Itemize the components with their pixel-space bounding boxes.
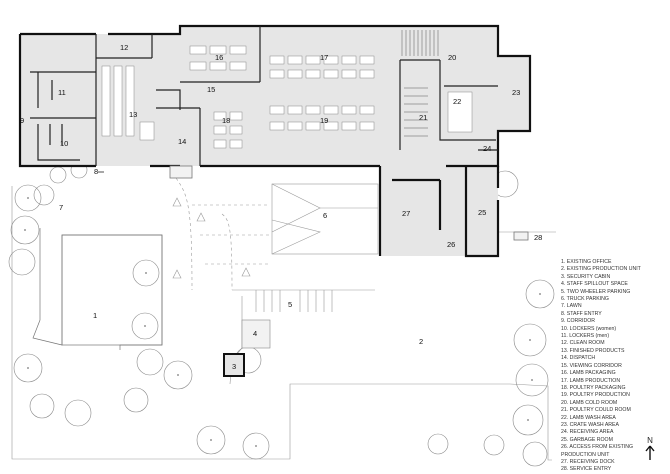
legend-item: 14. DISPATCH — [561, 355, 596, 362]
legend-item: 9. CORRIDOR — [561, 318, 596, 325]
legend-item: 26. ACCESS FROM EXISTING PRODUCTION UNIT — [561, 444, 634, 458]
room-label-13: 13 — [129, 110, 137, 119]
north-arrow-icon — [645, 445, 655, 460]
room-label-12: 12 — [120, 43, 128, 52]
legend-item: 12. CLEAN ROOM — [561, 340, 605, 347]
legend-item: 8. STAFF ENTRY — [561, 310, 602, 317]
room-label-26: 26 — [447, 240, 455, 249]
security-cabin — [223, 353, 245, 377]
legend-item: 19. POULTRY PRODUCTION — [561, 392, 630, 399]
legend-item: 11. LOCKERS (men) — [561, 333, 610, 340]
driveway-guides — [175, 177, 270, 291]
room-label-3: 3 — [232, 362, 236, 371]
tree-centres — [24, 197, 541, 447]
direction-triangles — [172, 197, 251, 279]
room-label-28: 28 — [534, 233, 542, 242]
room-label-18: 18 — [222, 116, 230, 125]
legend-item: 17. LAMB PRODUCTION — [561, 377, 621, 384]
two-wheeler-parking — [255, 290, 333, 312]
room-label-24: 24 — [483, 144, 491, 153]
legend-item: 10. LOCKERS (women) — [561, 325, 617, 332]
north-label: N — [647, 436, 653, 445]
legend-item: 28. SERVICE ENTRY — [561, 466, 612, 473]
room-label-10: 10 — [60, 139, 68, 148]
north-arrow: N — [643, 436, 657, 461]
room-label-9: 9 — [20, 116, 24, 125]
room-label-19: 19 — [320, 116, 328, 125]
room-label-23: 23 — [512, 88, 520, 97]
room-label-1: 1 — [93, 311, 97, 320]
legend-item: 21. POULTRY COULD ROOM — [561, 407, 631, 414]
interior-walls — [30, 26, 498, 166]
legend-item: 23. CRATE WASH AREA — [561, 421, 619, 428]
legend: 1. EXISTING OFFICE 2. EXISTING PRODUCTIO… — [561, 259, 665, 474]
existing-office-outline — [32, 228, 163, 350]
room-label-16: 16 — [215, 53, 223, 62]
room-label-22: 22 — [453, 97, 461, 106]
room-label-4: 4 — [253, 329, 257, 338]
legend-item: 1. EXISTING OFFICE — [561, 259, 612, 265]
legend-item: 25. GARBAGE ROOM — [561, 436, 613, 443]
legend-item: 24. RECEIVING AREA — [561, 429, 614, 436]
legend-item: 20. LAMB COLD ROOM — [561, 399, 618, 406]
room-label-2: 2 — [419, 337, 423, 346]
room-label-20: 20 — [448, 53, 456, 62]
room-label-15: 15 — [207, 85, 215, 94]
staff-spillout — [241, 319, 271, 349]
legend-item: 2. EXISTING PRODUCTION UNIT — [561, 266, 641, 273]
room-label-14: 14 — [178, 137, 186, 146]
room-label-27: 27 — [402, 209, 410, 218]
legend-item: 7. LAWN — [561, 303, 582, 310]
walls — [18, 24, 532, 258]
legend-item: 27. RECEIVING DOCK — [561, 458, 615, 465]
work-tables — [101, 45, 473, 149]
legend-item: 15. VIEWING CORRIDOR — [561, 362, 622, 369]
room-label-7: 7 — [59, 203, 63, 212]
room-label-11: 11 — [58, 88, 66, 97]
legend-item: 6. TRUCK PARKING — [561, 296, 609, 303]
truck-parking — [271, 183, 379, 255]
legend-item: 18. POULTRY PACKAGING — [561, 384, 626, 391]
room-label-21: 21 — [419, 113, 427, 122]
room-labels: 1 2 3 4 5 6 7 8 9 10 11 12 13 14 15 16 1… — [20, 43, 542, 371]
room-label-5: 5 — [288, 300, 292, 309]
legend-item: 22. LAMB WASH AREA — [561, 414, 616, 421]
entries — [98, 165, 529, 241]
legend-item: 13. FINISHED PRODUCTS — [561, 347, 625, 354]
shelving — [401, 30, 439, 137]
room-label-6: 6 — [323, 211, 327, 220]
room-label-25: 25 — [478, 208, 486, 217]
room-label-17: 17 — [320, 53, 328, 62]
legend-item: 16. LAMB PACKAGING — [561, 370, 616, 377]
room-label-8: 8 — [94, 167, 98, 176]
legend-item: 3. SECURITY CABIN — [561, 273, 611, 280]
legend-item: 5. TWO WHEELER PARKING — [561, 288, 631, 295]
legend-item: 4. STAFF SPILLOUT SPACE — [561, 281, 628, 288]
